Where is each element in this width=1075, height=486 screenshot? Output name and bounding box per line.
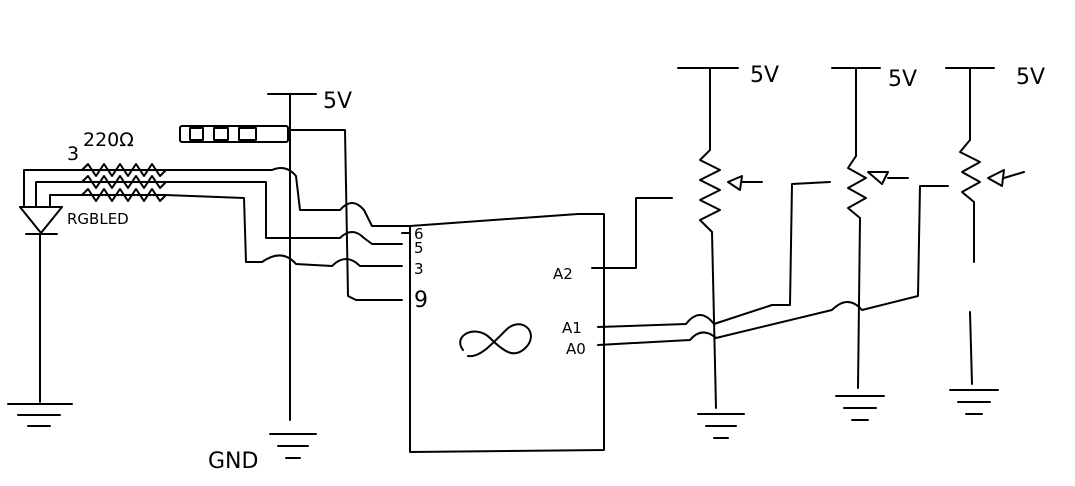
potentiometer-icon [699, 149, 763, 233]
infinity-icon [459, 323, 532, 358]
potentiometer-icon [847, 155, 909, 219]
component-block [179, 125, 289, 143]
pin-6-label: 6 [414, 225, 424, 243]
supply-pot2-label: 5V [888, 67, 917, 92]
pin-3-label: 3 [414, 260, 424, 278]
supply-pot3-label: 5V [1016, 65, 1045, 90]
led-label: RGBLED [67, 210, 129, 228]
supply-center [267, 93, 317, 421]
pin-a1-label: A1 [562, 319, 582, 337]
supply-pot3 [945, 67, 995, 141]
supply-pot2 [831, 67, 881, 157]
ground-icon [835, 395, 885, 421]
resistor-count-label: 3 [67, 143, 79, 165]
pin-9-label: 9 [414, 288, 428, 313]
rgb-led [19, 169, 171, 403]
resistor-icon [81, 163, 167, 202]
pin-a2-label: A2 [553, 265, 573, 283]
pin-a0-label: A0 [566, 340, 586, 358]
supply-center-label: 5V [323, 89, 352, 114]
gnd-label: GND [208, 449, 258, 474]
ground-icon [269, 433, 317, 459]
ground-icon [949, 389, 999, 415]
ground-icon [7, 403, 73, 427]
pin-5-label: 5 [414, 239, 424, 257]
potentiometer-icon [959, 139, 1025, 203]
supply-pot1 [677, 67, 739, 151]
resistor-value-label: 220Ω [83, 129, 134, 151]
ground-icon [697, 413, 745, 439]
supply-pot1-label: 5V [750, 63, 779, 88]
arduino-board [409, 213, 605, 453]
